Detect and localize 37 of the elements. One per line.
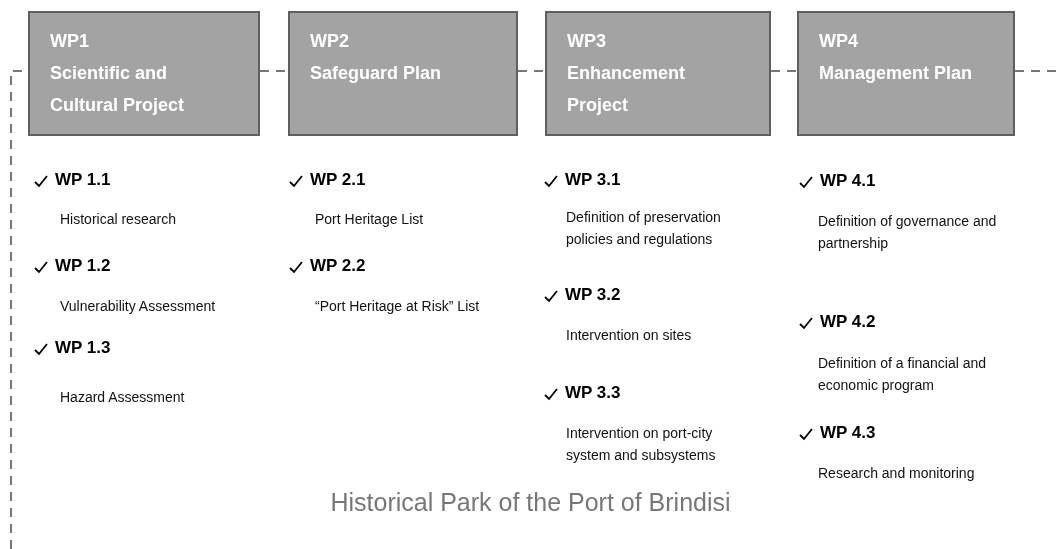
task-description: “Port Heritage at Risk” List xyxy=(315,297,481,316)
task-description: Definition of preservation policies and regulations xyxy=(566,208,722,249)
task-number: WP 2.2 xyxy=(310,256,366,276)
task-description: Hazard Assessment xyxy=(60,388,186,407)
task-number: WP 4.3 xyxy=(820,423,876,443)
task-number: WP 1.2 xyxy=(55,256,111,276)
package-title: Safeguard Plan xyxy=(310,62,443,85)
package-number: WP3 xyxy=(567,30,607,53)
task-number: WP 4.1 xyxy=(820,171,876,191)
task-number: WP 2.1 xyxy=(310,170,366,190)
package-title: Enhancement Project xyxy=(567,62,687,117)
task-description: Research and monitoring xyxy=(818,464,976,483)
task-number: WP 3.2 xyxy=(565,285,621,305)
work-package-box xyxy=(28,11,260,136)
package-title: Scientific and Cultural Project xyxy=(50,62,186,117)
task-description: Definition of a financial and economic program xyxy=(818,354,988,395)
task-number: WP 1.3 xyxy=(55,338,111,358)
connector-line xyxy=(517,70,546,72)
task-description: Port Heritage List xyxy=(315,210,425,229)
task-description: Intervention on port-city system and subsystems xyxy=(566,424,717,465)
package-number: WP4 xyxy=(819,30,859,53)
task-description: Vulnerability Assessment xyxy=(60,297,217,316)
work-package-box xyxy=(797,11,1015,136)
package-number: WP2 xyxy=(310,30,350,53)
caption: Historical Park of the Port of Brindisi xyxy=(329,488,732,517)
task-description: Intervention on sites xyxy=(566,326,693,345)
package-number: WP1 xyxy=(50,30,90,53)
connector-line xyxy=(770,70,798,72)
package-title: Management Plan xyxy=(819,62,974,85)
task-description: Definition of governance and partnership xyxy=(818,212,998,253)
task-description: Historical research xyxy=(60,210,177,229)
task-number: WP 3.1 xyxy=(565,170,621,190)
work-package-box xyxy=(545,11,771,136)
task-number: WP 4.2 xyxy=(820,312,876,332)
task-number: WP 1.1 xyxy=(55,170,111,190)
work-package-box xyxy=(288,11,518,136)
task-number: WP 3.3 xyxy=(565,383,621,403)
